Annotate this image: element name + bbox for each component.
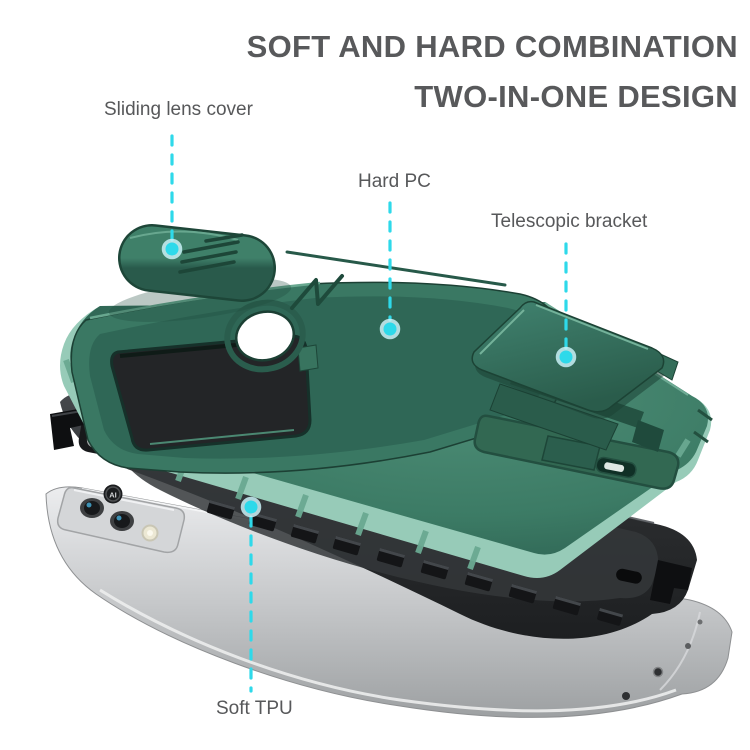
kickstand-slot bbox=[595, 456, 637, 479]
phone: AI bbox=[45, 484, 733, 718]
title-line-1: SOFT AND HARD COMBINATION bbox=[246, 29, 738, 64]
callout-dot bbox=[383, 322, 397, 336]
callout-dot-halo bbox=[379, 318, 401, 340]
phone-ai-badge: AI bbox=[103, 484, 123, 504]
callout-sliding-lens-cover bbox=[161, 134, 183, 260]
label-telescopic-bracket: Telescopic bracket bbox=[491, 211, 648, 232]
phone-ports bbox=[622, 619, 703, 700]
callout-dot bbox=[244, 500, 258, 514]
callout-dot-halo bbox=[161, 238, 183, 260]
phone-ai-badge-text: AI bbox=[109, 491, 117, 500]
label-hard-pc: Hard PC bbox=[358, 171, 431, 192]
hard-pc-case bbox=[60, 224, 713, 578]
camera-island bbox=[70, 250, 563, 474]
phone-flash bbox=[141, 524, 159, 542]
label-soft-tpu: Soft TPU bbox=[216, 698, 293, 719]
sliding-lens-cover bbox=[108, 224, 292, 322]
tpu-side-cutout bbox=[616, 568, 642, 584]
z-emboss bbox=[290, 274, 344, 310]
page-title: SOFT AND HARD COMBINATION TWO-IN-ONE DES… bbox=[247, 22, 738, 122]
tpu-rib-texture bbox=[206, 500, 624, 626]
callout-hard-pc bbox=[379, 201, 401, 340]
kickstand-recess bbox=[473, 414, 680, 490]
tpu-right-bumper bbox=[650, 560, 692, 604]
callout-telescopic-bracket bbox=[555, 242, 577, 368]
callout-dot bbox=[165, 242, 179, 256]
callout-dot bbox=[559, 350, 573, 364]
cover-grip-ridges bbox=[178, 233, 244, 274]
phone-camera-plate: AI bbox=[56, 484, 186, 554]
phone-lens-2 bbox=[110, 511, 134, 531]
callout-dot-halo bbox=[555, 346, 577, 368]
tpu-left-bumper bbox=[50, 408, 88, 450]
title-line-2: TWO-IN-ONE DESIGN bbox=[414, 79, 738, 114]
callout-dot-halo bbox=[240, 496, 262, 518]
phone-lens-1 bbox=[80, 498, 104, 518]
callout-soft-tpu bbox=[240, 496, 262, 693]
label-sliding-lens-cover: Sliding lens cover bbox=[104, 99, 253, 120]
camera-round-opening bbox=[224, 299, 306, 373]
